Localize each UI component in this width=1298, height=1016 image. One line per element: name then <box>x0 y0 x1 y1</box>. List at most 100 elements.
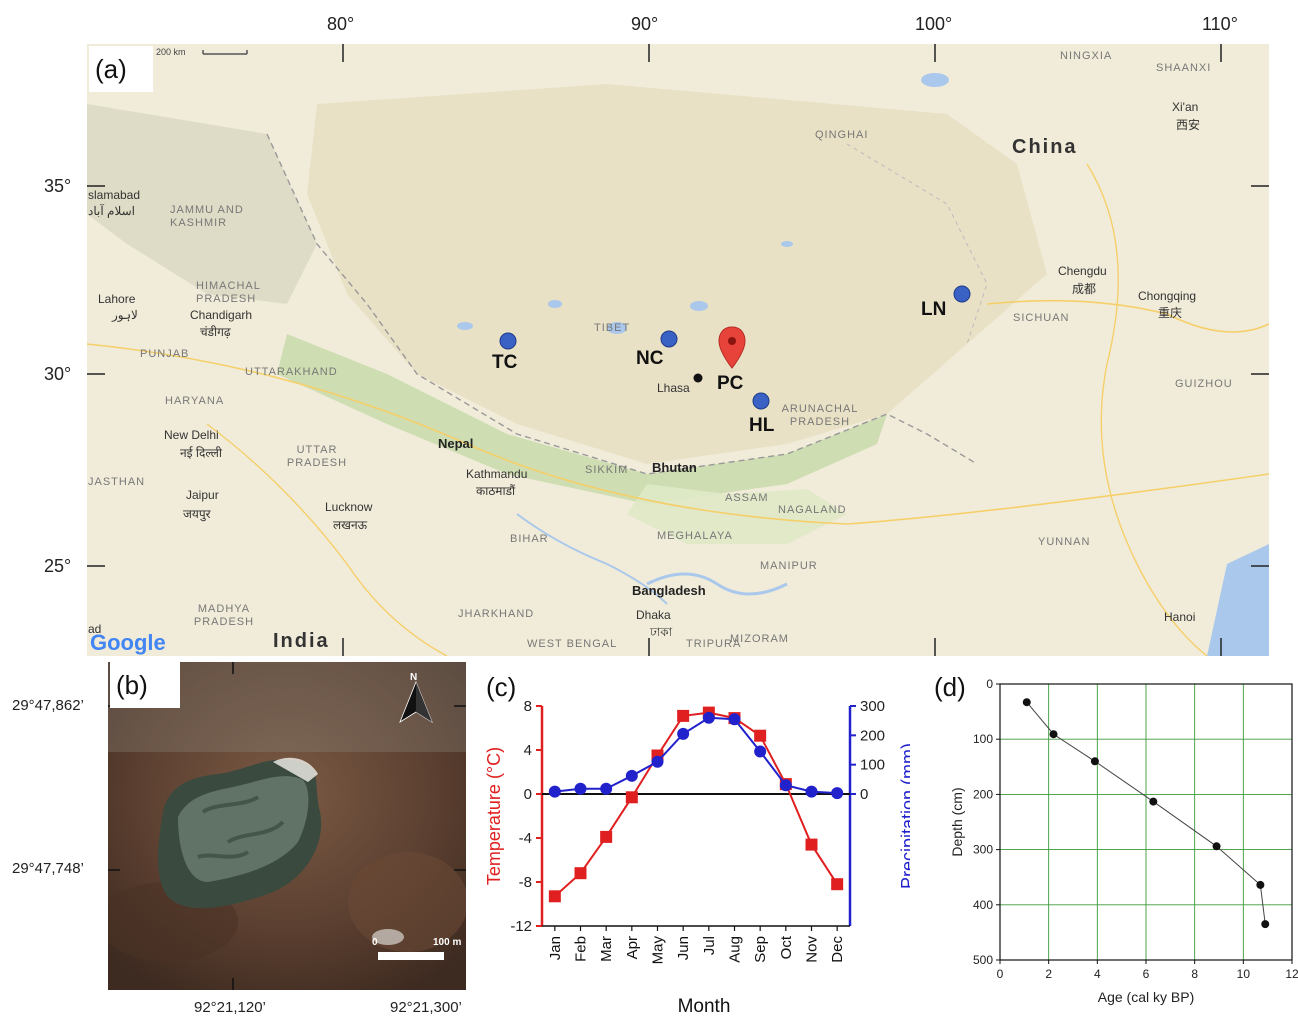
temperature-point <box>805 838 818 851</box>
temperature-line <box>554 711 839 898</box>
city-label: 重庆 <box>1158 306 1183 320</box>
x-tick-label: 8 <box>1191 967 1198 981</box>
y-axis-label: Depth (cm) <box>949 787 965 856</box>
lon-label: 92°21,300’ <box>390 999 462 1016</box>
x-tick-label: Mar <box>598 936 615 962</box>
region-label: MIZORAM <box>730 633 789 645</box>
grid <box>1000 684 1292 960</box>
x-tick-label: 10 <box>1237 967 1251 981</box>
temperature-point <box>548 890 561 903</box>
site-label-ln: LN <box>921 299 947 320</box>
temperature-point <box>677 709 690 722</box>
precipitation-point <box>754 745 767 758</box>
scale-end-label: 100 m <box>433 937 462 948</box>
region-label: HIMACHAL PRADESH <box>196 280 261 305</box>
region-label: UTTAR PRADESH <box>286 444 348 469</box>
x-tick-label: Jun <box>675 936 692 960</box>
site-markers <box>499 285 971 410</box>
y-tick-label: 400 <box>973 898 993 912</box>
city-label: लखनऊ <box>333 518 368 532</box>
x-tick-label: 4 <box>1094 967 1101 981</box>
region-label: JAMMU AND KASHMIR <box>170 204 244 229</box>
region-label: WEST BENGAL <box>527 638 618 650</box>
city-label: Lucknow <box>325 500 373 514</box>
y-tick-label: 500 <box>973 953 993 967</box>
city-label: ঢাকা <box>650 625 673 639</box>
city-label: اسلام آباد <box>88 204 135 218</box>
north-arrow-icon <box>399 680 433 723</box>
region-label: ARUNACHAL PRADESH <box>781 403 859 428</box>
y-tick-label: 0 <box>986 677 993 691</box>
x-tick-label: Feb <box>573 936 590 962</box>
right-tick-label: 0 <box>860 786 868 803</box>
x-tick-label: Dec <box>829 936 846 963</box>
panel-letter-b: (b) <box>110 662 180 708</box>
y-tick-label: 300 <box>973 843 993 857</box>
lat-label: 29°47,862’ <box>12 697 84 714</box>
precipitation-point <box>728 713 741 726</box>
lat-label: 29°47,748’ <box>12 860 84 877</box>
country-label-bangladesh: Bangladesh <box>632 583 706 598</box>
precipitation-point <box>651 755 664 768</box>
lon-tick-90: 90° <box>631 14 659 34</box>
site-label-pc: PC <box>717 373 744 394</box>
city-label: New Delhi <box>164 428 219 442</box>
region-label: HARYANA <box>165 395 225 407</box>
temperature-point <box>754 729 767 742</box>
north-label: N <box>410 672 418 683</box>
temperature-point <box>600 830 613 843</box>
panel-letter-c: (c) <box>486 672 517 702</box>
region-label: ASSAM <box>725 492 769 504</box>
left-tick-label: 4 <box>524 742 532 759</box>
region-label: MEGHALAYA <box>657 530 733 542</box>
lon-tick-100: 100° <box>915 14 953 34</box>
site-label-hl: HL <box>749 415 775 436</box>
city-label: काठमाडौं <box>476 484 516 498</box>
lat-tick-25: 25° <box>44 556 72 576</box>
city-label: चंडीगढ़ <box>200 325 231 339</box>
left-ticks: 840-4-8-12 <box>510 698 542 935</box>
region-label: NAGALAND <box>778 504 847 516</box>
city-label: ad <box>88 622 102 636</box>
temperature-point <box>625 791 638 804</box>
google-logo: Google <box>90 630 166 655</box>
precipitation-point <box>625 769 638 782</box>
y-axis-label-precipitation: Precipitation (mm) <box>898 743 910 889</box>
city-label: Kathmandu <box>466 467 528 481</box>
x-tick-label: Apr <box>624 936 641 959</box>
lat-tick-30: 30° <box>44 364 72 384</box>
precipitation-point <box>677 727 690 740</box>
temperature-series <box>548 706 844 903</box>
site-label-tc: TC <box>492 352 518 373</box>
city-label: Chongqing <box>1138 289 1197 303</box>
region-label: MADHYA PRADESH <box>193 603 255 628</box>
panel-letter-a: (a) <box>89 46 153 92</box>
country-label-nepal: Nepal <box>438 436 474 451</box>
x-tick-label: 0 <box>997 967 1004 981</box>
left-tick-label: 0 <box>524 786 532 803</box>
left-tick-label: -4 <box>519 830 532 847</box>
region-label: GUIZHOU <box>1175 378 1233 390</box>
precipitation-point <box>548 785 561 798</box>
y-tick-label: 100 <box>973 732 993 746</box>
city-label: 西安 <box>1176 118 1201 132</box>
precipitation-point <box>574 782 587 795</box>
x-tick-label: May <box>650 936 667 965</box>
right-tick-label: 300 <box>860 698 885 715</box>
x-axis-label: Age (cal ky BP) <box>1098 989 1194 1005</box>
scale-bar-label: 200 km <box>156 47 186 57</box>
age-depth-point <box>1261 920 1270 929</box>
age-depth-point <box>1090 757 1099 766</box>
site-label-nc: NC <box>636 348 664 369</box>
x-tick-label: Oct <box>778 935 795 959</box>
city-label: لاہور <box>112 308 138 322</box>
country-label-bhutan: Bhutan <box>652 460 697 475</box>
city-label: Hanoi <box>1164 610 1196 624</box>
city-label: Jaipur <box>186 488 219 502</box>
precipitation-point <box>831 787 844 800</box>
